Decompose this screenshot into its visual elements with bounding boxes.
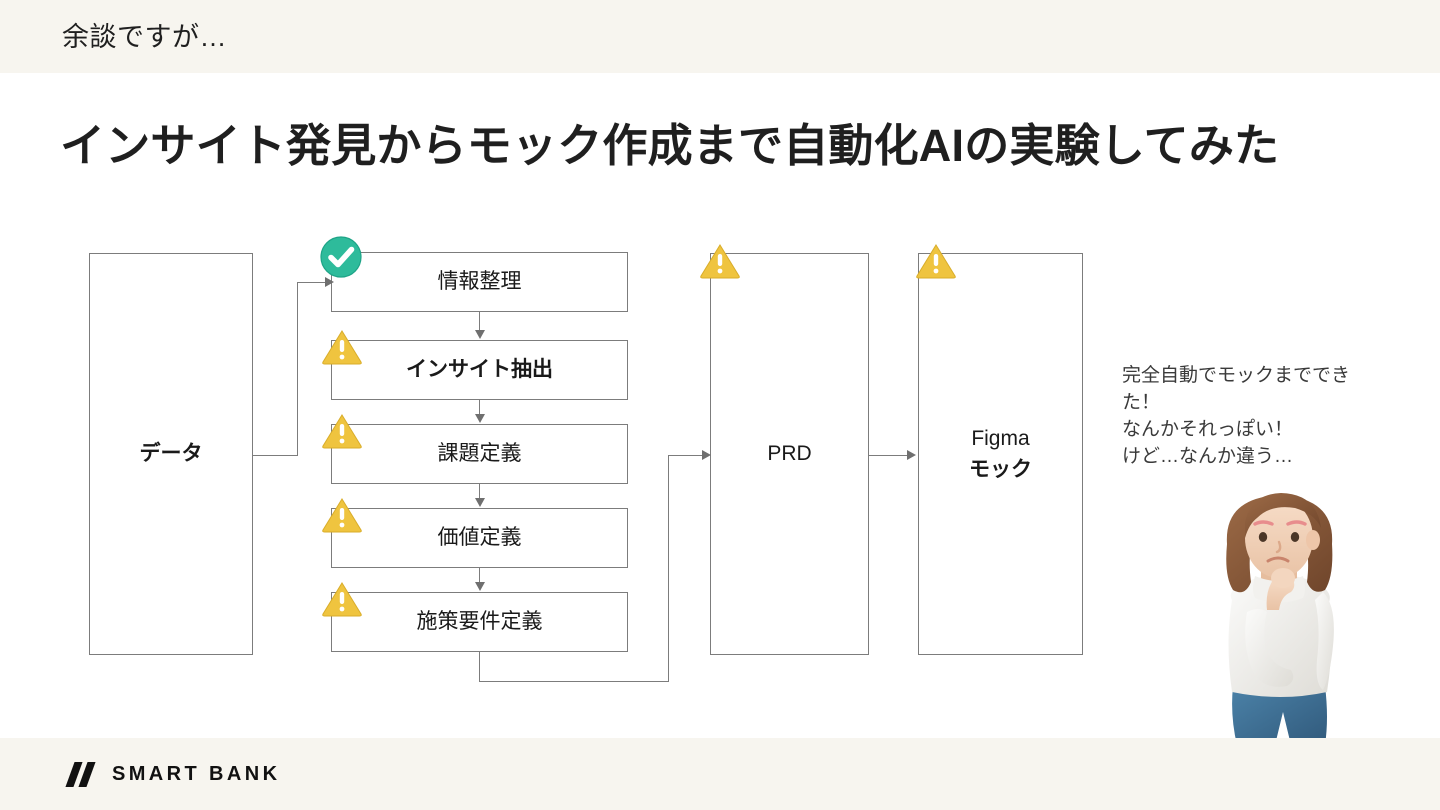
arrowhead-into-prd-icon — [702, 450, 711, 460]
check-circle-icon — [318, 234, 364, 280]
warning-triangle-icon — [320, 324, 364, 368]
footer-band — [0, 738, 1440, 810]
node-output-figma-line2: モック — [969, 458, 1032, 481]
node-output-figma-line1: Figma — [971, 427, 1030, 450]
connector-p2-p3 — [479, 484, 481, 499]
arrowhead-into-figma-icon — [907, 450, 916, 460]
warning-triangle-icon — [914, 238, 958, 282]
connector-prd-riser — [668, 456, 670, 682]
node-pipeline-3[interactable]: 価値定義 — [331, 508, 628, 568]
connector-data-into-pipeline — [297, 282, 329, 284]
annotation-line-1: 完全自動でモックまででき — [1122, 365, 1351, 386]
thinking-person-illustration — [1175, 480, 1420, 745]
arrowhead-p0-p1-icon — [475, 330, 485, 339]
annotation-note: 完全自動でモックまででき た！ なんかそれっぽい！ けど…なんか違う… — [1122, 362, 1440, 470]
warning-triangle-icon — [320, 576, 364, 620]
node-data-source[interactable]: データ — [89, 253, 253, 655]
connector-data-out — [253, 455, 298, 457]
connector-prd-to-figma — [869, 455, 909, 457]
brand-logo: SMART BANK — [65, 762, 281, 787]
warning-triangle-icon — [320, 492, 364, 536]
brand-logo-text: SMART BANK — [112, 763, 281, 785]
connector-data-riser — [297, 282, 299, 456]
warning-triangle-icon — [320, 408, 364, 452]
connector-pipeline-to-prd-base — [479, 681, 669, 683]
arrowhead-p1-p2-icon — [475, 414, 485, 423]
arrowhead-into-pipeline-icon — [325, 277, 334, 287]
warning-triangle-icon — [698, 238, 742, 282]
annotation-line-4: けど…なんか違う… — [1122, 446, 1294, 467]
node-pipeline-2[interactable]: 課題定義 — [331, 424, 628, 484]
connector-into-prd — [668, 455, 705, 457]
node-pipeline-4[interactable]: 施策要件定義 — [331, 592, 628, 652]
node-output-figma[interactable]: Figma モック — [918, 253, 1083, 655]
header-kicker: 余談ですが… — [62, 22, 227, 52]
connector-p3-p4 — [479, 568, 481, 583]
annotation-line-3: なんかそれっぽい！ — [1122, 419, 1294, 440]
page-title: インサイト発見からモック作成まで自動化AIの実験してみた — [60, 120, 1280, 171]
node-pipeline-1[interactable]: インサイト抽出 — [331, 340, 628, 400]
smartbank-slash-mark-icon — [65, 762, 96, 787]
node-output-prd[interactable]: PRD — [710, 253, 869, 655]
connector-p1-p2 — [479, 400, 481, 415]
connector-pipeline-drop — [479, 652, 481, 682]
header-band — [0, 0, 1440, 73]
arrowhead-p3-p4-icon — [475, 582, 485, 591]
node-pipeline-0[interactable]: 情報整理 — [331, 252, 628, 312]
connector-p0-p1 — [479, 312, 481, 331]
arrowhead-p2-p3-icon — [475, 498, 485, 507]
annotation-line-2: た！ — [1122, 392, 1161, 413]
